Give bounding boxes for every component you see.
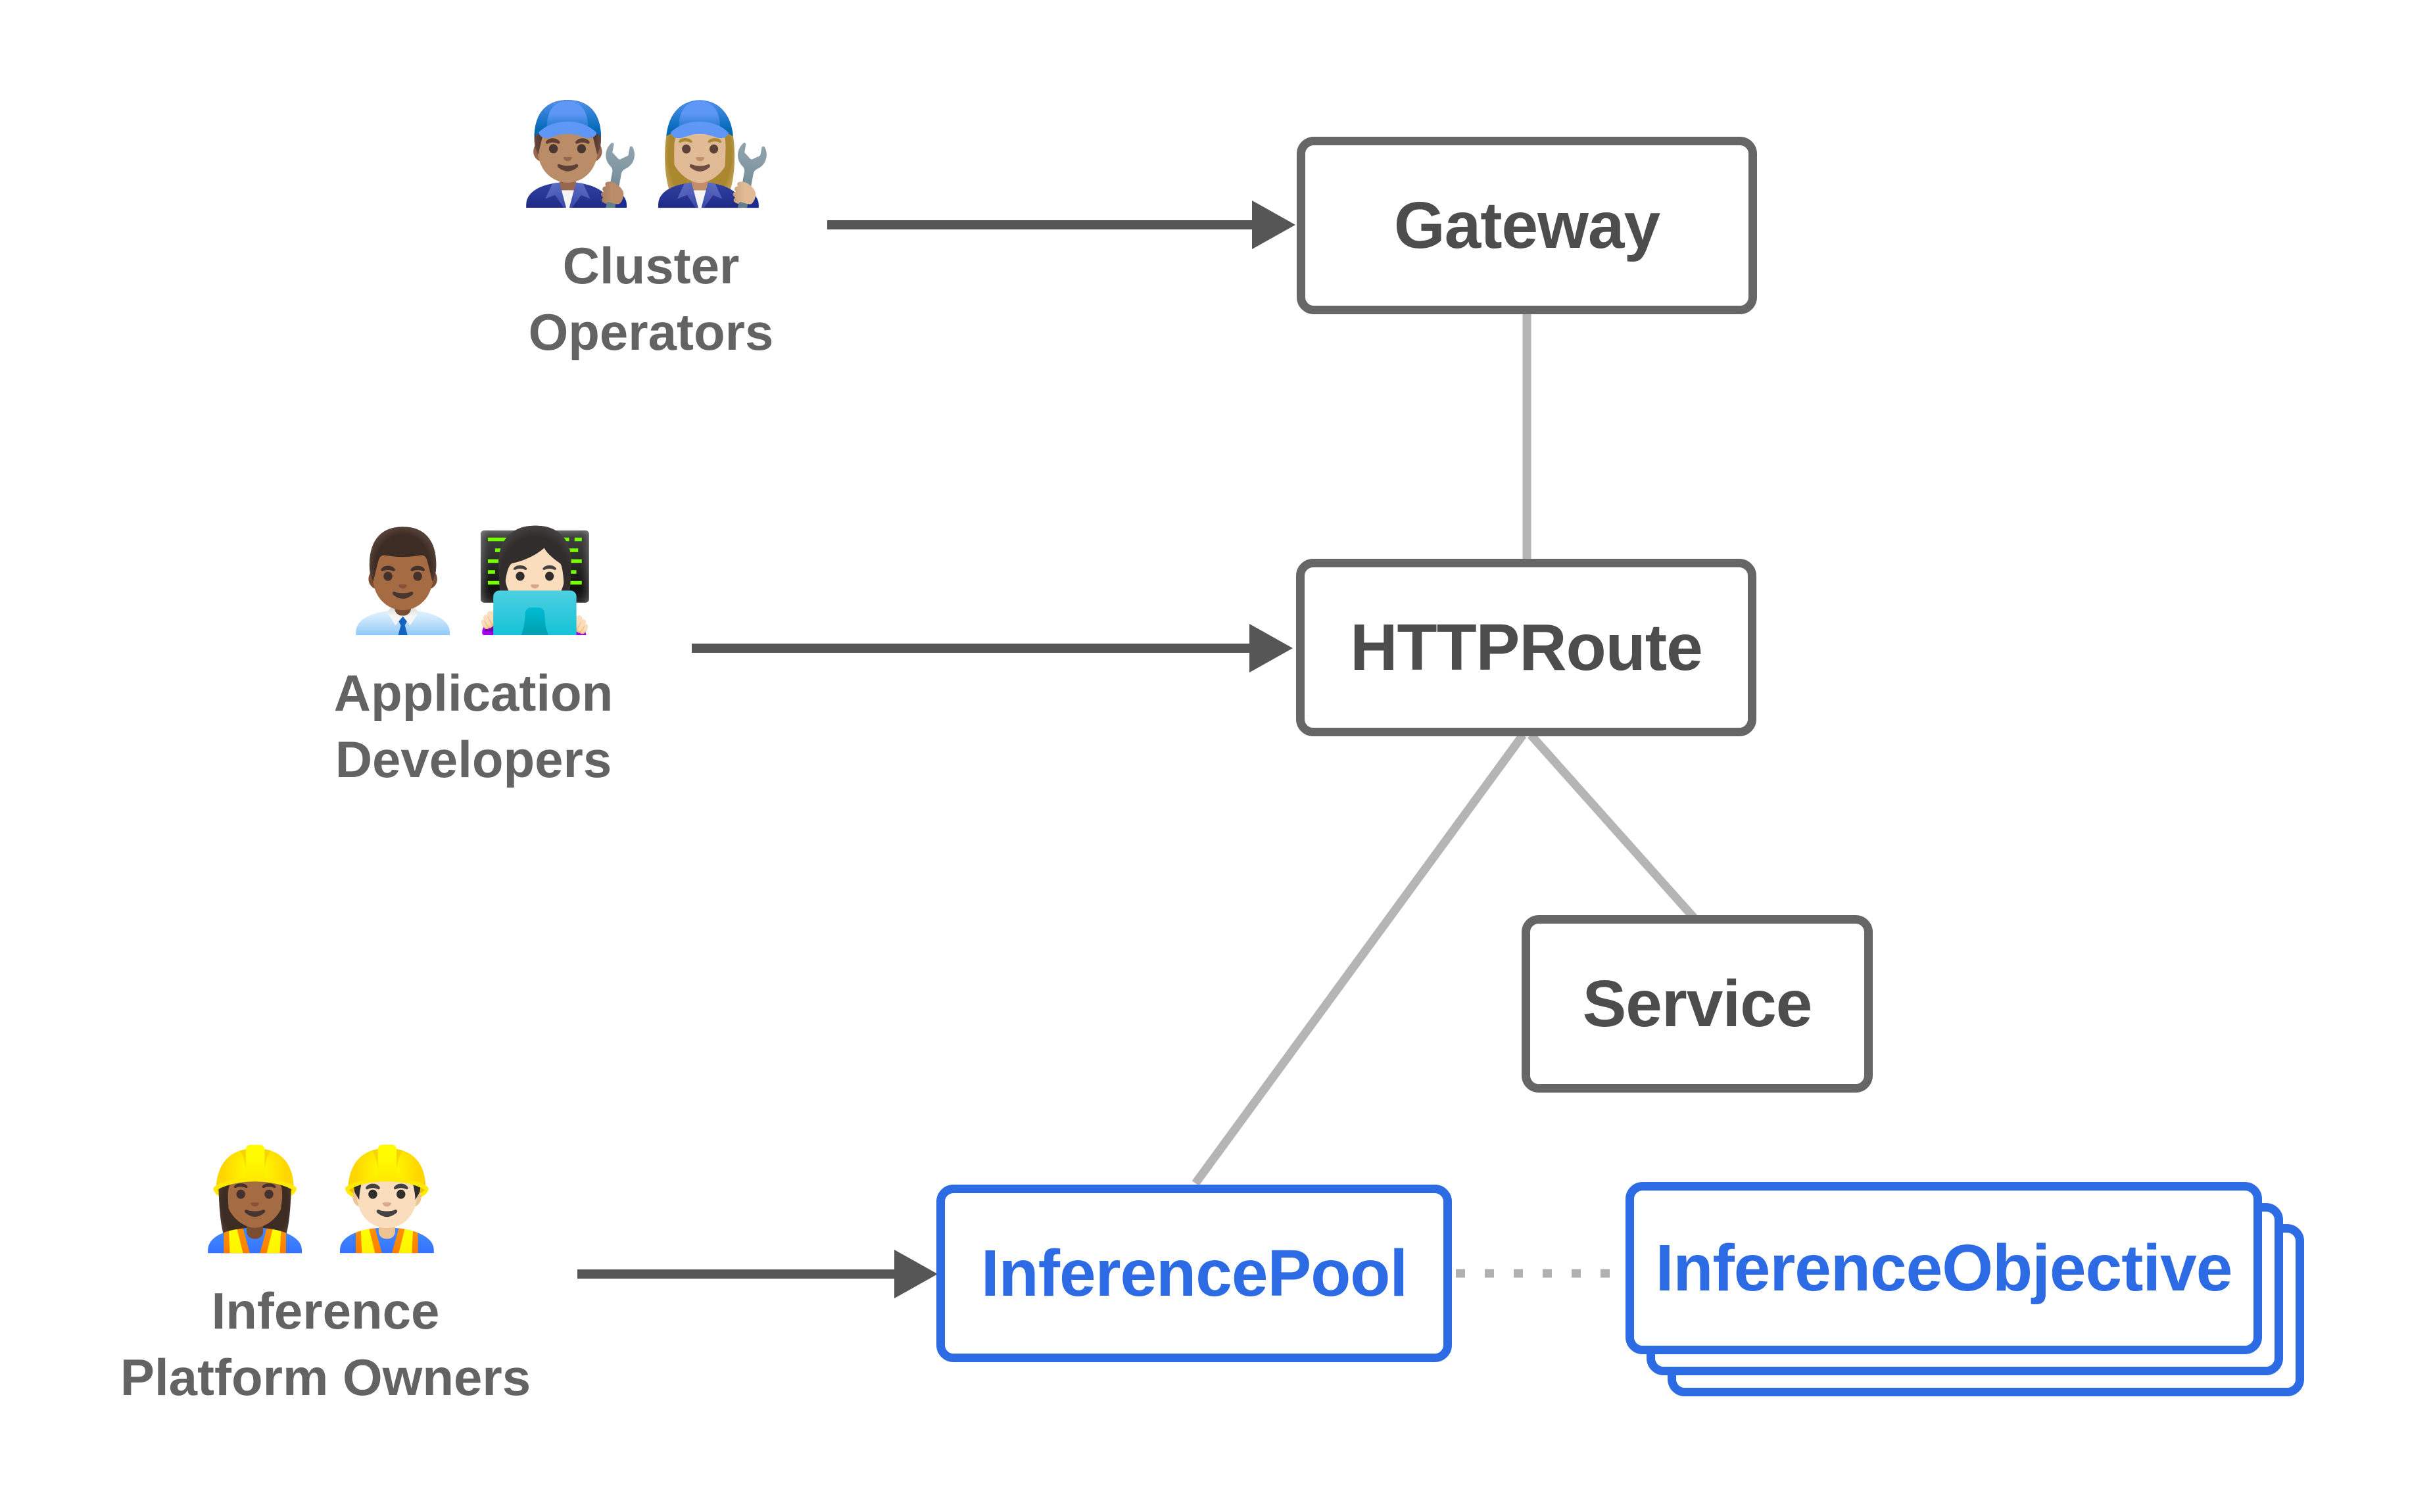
application-developers-emojis: 👨🏾‍💼👩🏻‍💻 [341, 519, 606, 643]
httproute-node: HTTPRoute [1296, 559, 1756, 736]
man-construction-worker-icon: 👷🏻‍♂️ [325, 1143, 458, 1254]
cluster-operators-to-gateway-arrow [827, 201, 1295, 249]
arrowhead-icon [894, 1250, 938, 1298]
service-node: Service [1522, 915, 1873, 1093]
cluster-operators-group: 👨🏽‍🔧👩🏼‍🔧 Cluster Operators [388, 92, 914, 366]
inference-platform-owners-to-inferencepool-arrow [577, 1250, 938, 1298]
label-line: Cluster [562, 236, 740, 295]
inference-platform-owners-group: 👷🏾‍♀️👷🏻‍♂️ Inference Platform Owners [62, 1137, 589, 1411]
gateway-node: Gateway [1297, 137, 1757, 314]
arrowhead-icon [1252, 201, 1295, 249]
inferencepool-node: InferencePool [936, 1185, 1452, 1362]
application-developers-label: Application Developers [334, 660, 614, 793]
application-developers-group: 👨🏾‍💼👩🏻‍💻 Application Developers [210, 519, 736, 793]
inference-platform-owners-emojis: 👷🏾‍♀️👷🏻‍♂️ [193, 1137, 458, 1261]
httproute-node-label: HTTPRoute [1350, 610, 1702, 684]
woman-mechanic-icon: 👩🏼‍🔧 [651, 98, 783, 208]
label-line: Application [333, 663, 614, 722]
label-line: Platform Owners [120, 1348, 531, 1406]
inferenceobjective-node-label: InferenceObjective [1655, 1231, 2233, 1305]
inference-platform-owners-label: Inference Platform Owners [120, 1278, 531, 1411]
man-office-worker-icon: 👨🏾‍💼 [341, 525, 473, 636]
woman-technologist-icon: 👩🏻‍💻 [473, 525, 606, 636]
inferenceobjective-stack: InferenceObjective [1626, 1182, 2306, 1399]
woman-construction-worker-icon: 👷🏾‍♀️ [193, 1143, 325, 1254]
service-node-label: Service [1582, 966, 1813, 1041]
application-developers-to-httproute-arrow [692, 624, 1293, 673]
httproute-inferencepool-connector [1192, 732, 1527, 1186]
label-line: Developers [335, 730, 612, 788]
inferenceobjective-node: InferenceObjective [1626, 1182, 2262, 1354]
httproute-service-connector [1528, 732, 1697, 921]
arrowhead-icon [1249, 624, 1293, 673]
man-mechanic-icon: 👨🏽‍🔧 [519, 98, 651, 208]
inferencepool-node-label: InferencePool [980, 1236, 1408, 1310]
label-line: Operators [528, 302, 774, 361]
label-line: Inference [211, 1281, 440, 1340]
cluster-operators-emojis: 👨🏽‍🔧👩🏼‍🔧 [519, 92, 783, 216]
cluster-operators-label: Cluster Operators [529, 233, 774, 366]
gateway-node-label: Gateway [1393, 188, 1660, 262]
